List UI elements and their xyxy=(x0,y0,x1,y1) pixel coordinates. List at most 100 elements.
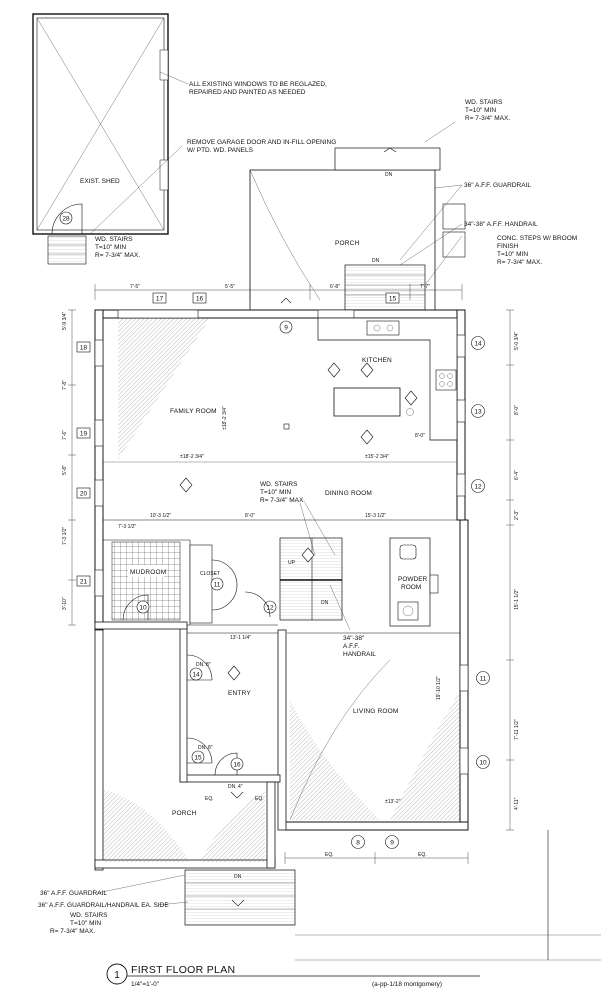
dim-interior-2: ±15'-2 3/4" xyxy=(365,454,389,460)
powder-room: POWDER ROOM xyxy=(389,537,439,627)
dim-right-4: 2'-3" xyxy=(514,510,520,520)
entry: ENTRY 13'-1 1/4" 14 DN. 8" 15 DN. 8" 16 … xyxy=(186,635,251,799)
kitchen-sink xyxy=(366,320,400,336)
closet: CLOSET 11 xyxy=(189,544,238,624)
site-fence xyxy=(295,830,601,961)
mudroom: MUDROOM 7'-3 1/2" 10 xyxy=(111,524,181,621)
toilet-icon xyxy=(399,544,417,560)
dim-mudroom: 7'-3 1/2" xyxy=(118,524,137,530)
note-garage-door-1: REMOVE GARAGE DOOR AND IN-FILL OPENING xyxy=(187,139,336,146)
dim-left-3: 7'-6" xyxy=(62,430,68,440)
dim-interior-8: 19'-10 1/2" xyxy=(436,676,442,700)
dim-interior-4: 8'-0" xyxy=(245,513,255,519)
drawing-number: 1 xyxy=(114,970,120,981)
dim-interior-5: 15'-3 1/2" xyxy=(365,513,386,519)
note-rear-stairs-3: R= 7-3/4" MAX. xyxy=(465,115,510,122)
shed-door-tag xyxy=(59,211,73,225)
note-front-stairs-3: R= 7-3/4" MAX. xyxy=(50,928,95,935)
right-dimensions: 5'-0 3/4" 8'-0" 6'-4" 2'-3" 15'-1 1/2" 7… xyxy=(506,309,520,831)
room-label-porch-rear: PORCH xyxy=(335,240,360,247)
drawing-scale: 1/4"=1'-0" xyxy=(131,981,160,988)
dim-right-5: 15'-1 1/2" xyxy=(514,589,520,610)
window-tag-18: 18 xyxy=(80,345,88,352)
shed-windows xyxy=(159,49,169,191)
left-dimensions: 5'-9 3/4" 7'-8" 7'-6" 5'-8" 7'-3 1/2" 3'… xyxy=(62,309,76,626)
mark-eq-bottom-2: EQ. xyxy=(418,852,427,858)
room-label-closet: CLOSET xyxy=(200,571,220,577)
window-tag-21: 21 xyxy=(80,579,88,586)
dim-kitchen: 8'-0" xyxy=(415,433,425,439)
bottom-dimensions: EQ. EQ. 8 9 xyxy=(284,835,469,864)
mark-eq-bottom-1: EQ. xyxy=(325,852,334,858)
dim-top-3: 6'-8" xyxy=(330,284,340,290)
dim-left-6: 3'-10" xyxy=(62,597,68,610)
note-shed-stairs-1: WD. STAIRS xyxy=(95,236,133,243)
door-tag-9: 9 xyxy=(284,325,288,332)
door-tag-12: 12 xyxy=(266,605,274,612)
dim-left-5: 7'-3 1/2" xyxy=(62,526,68,545)
ceiling-fixture-icon xyxy=(227,665,241,681)
shed: 28 EXIST. SHED ALL EXISTING WINDOWS TO B… xyxy=(32,13,336,265)
dim-right-6: 7'-11 1/2" xyxy=(514,719,520,740)
ceiling-fixture-icon xyxy=(360,362,374,378)
rear-porch: PORCH DN DN WD. STAIRS T=10" MIN R= 7-3/… xyxy=(249,99,577,311)
note-shed-windows-2: REPAIRED AND PAINTED AS NEEDED xyxy=(189,89,306,96)
front-stairs: DN xyxy=(184,869,296,926)
door-tag-11: 11 xyxy=(214,582,221,589)
note-garage-door-2: W/ PTD. WD. PANELS xyxy=(187,147,254,154)
vanity-icon xyxy=(397,601,419,621)
room-label-dining-room: DINING ROOM xyxy=(325,490,372,497)
room-label-powder-1: POWDER xyxy=(398,576,428,583)
room-label-porch-front: PORCH xyxy=(172,810,197,817)
shed-stairs xyxy=(47,235,87,265)
note-rear-stairs-2: T=10" MIN xyxy=(465,107,496,114)
room-label-family-room: FAMILY ROOM xyxy=(170,408,217,415)
room-label-entry: ENTRY xyxy=(228,690,251,697)
drawing-title: FIRST FLOOR PLAN xyxy=(131,964,235,976)
note-conc-steps-2: FINISH xyxy=(497,243,519,250)
dim-left-2: 7'-8" xyxy=(62,380,68,390)
note-interior-stairs-3: R= 7-3/4" MAX. xyxy=(260,497,305,504)
front-porch: PORCH EQ. EQ. DN 36" A.F.F. GUARDRAIL 36… xyxy=(38,629,296,935)
living-room: LIVING ROOM ±13'-2" 19'-10 1/2" xyxy=(289,659,460,821)
shed-door-tag-number: 28 xyxy=(62,216,70,223)
window-tags-left: 18 19 20 21 xyxy=(76,341,91,587)
top-dimensions: 7'-5" 5'-5" 6'-8" 7'-7" xyxy=(94,284,463,300)
note-shed-stairs-3: R= 7-3/4" MAX. xyxy=(95,252,140,259)
note-conc-steps-1: CONC. STEPS W/ BROOM xyxy=(497,235,577,242)
note-front-stairs-1: WD. STAIRS xyxy=(70,912,108,919)
note-interior-handrail-2: A.F.F. xyxy=(343,643,359,650)
room-label-mudroom: MUDROOM xyxy=(130,569,166,576)
note-interior-handrail-1: 34"-38" xyxy=(343,635,365,642)
mark-dn-stairs: DN xyxy=(321,600,329,606)
ceiling-fixture-icon xyxy=(179,477,193,493)
dim-interior-3: 10'-3 1/2" xyxy=(150,513,171,519)
door-tag-10: 10 xyxy=(139,605,147,612)
note-interior-stairs-2: T=10" MIN xyxy=(260,489,291,496)
shed-label: EXIST. SHED xyxy=(80,178,120,185)
note-conc-steps-4: R= 7-3/4" MAX. xyxy=(497,259,542,266)
room-label-living-room: LIVING ROOM xyxy=(353,708,399,715)
window-tag-20: 20 xyxy=(80,491,88,498)
dim-interior-6: 13'-1 1/4" xyxy=(230,635,251,641)
mark-dn8-1: DN. 8" xyxy=(196,662,211,668)
range xyxy=(435,369,457,391)
door-tag-15: 15 xyxy=(194,755,202,762)
note-shed-windows-1: ALL EXISTING WINDOWS TO BE REGLAZED, xyxy=(189,81,327,88)
dim-right-7: 4'-11" xyxy=(514,797,520,810)
interior-stairs: UP DN 12 34"-38" A.F.F. HANDRAIL xyxy=(244,537,376,658)
dim-right-3: 6'-4" xyxy=(514,470,520,480)
room-label-powder-2: ROOM xyxy=(401,584,421,591)
mark-dn-rear-steps: DN xyxy=(372,258,380,264)
door-tag-16: 16 xyxy=(233,762,241,769)
dining-room: DINING ROOM ±15'-2 3/4" 10'-3 1/2" 8'-0"… xyxy=(150,454,389,556)
mark-dn4-front: DN. 4" xyxy=(228,784,243,790)
window-tag-12: 12 xyxy=(474,484,482,491)
note-handrail-rear: 34"-38" A.F.F. HANDRAIL xyxy=(464,221,538,228)
dim-right-1: 5'-0 3/4" xyxy=(514,331,520,350)
ceiling-fixture-icon xyxy=(301,547,315,563)
arrow-down-mark xyxy=(230,791,244,799)
note-front-guardrail: 36" A.F.F. GUARDRAIL xyxy=(40,890,107,897)
kitchen-island xyxy=(333,387,401,417)
mark-eq-1: EQ. xyxy=(205,796,214,802)
